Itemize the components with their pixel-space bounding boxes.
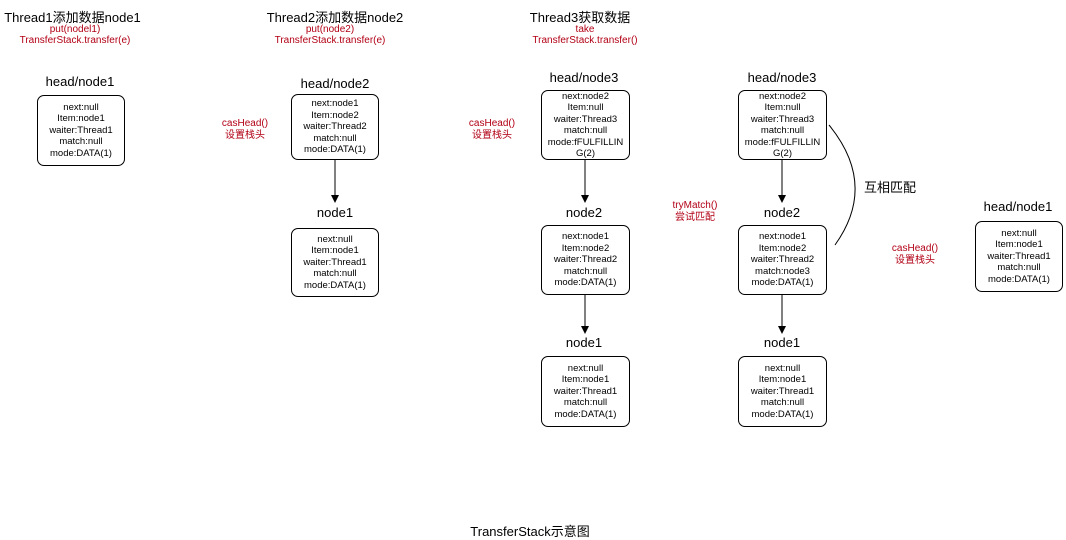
node-item: Item:node1 — [995, 239, 1043, 251]
node-item: Item:null — [567, 102, 604, 113]
node-mode: mode:DATA(1) — [554, 277, 617, 289]
column3-node2-label: node2 — [565, 205, 603, 220]
diagram-caption: TransferStack示意图 — [470, 524, 590, 539]
node-match: match:null — [760, 397, 805, 409]
column3-node1-label: node1 — [565, 335, 603, 350]
node-next: next:node1 — [561, 231, 609, 243]
column3-title: Thread3获取数据 — [529, 10, 631, 25]
column4-node2-box: next:node1 Item:node2 waiter:Thread2 mat… — [738, 225, 827, 295]
node-waiter: waiter:Thread1 — [303, 256, 367, 268]
column2-subtitle-transfer: TransferStack.transfer(e) — [274, 35, 386, 46]
node-next: next:node2 — [561, 90, 609, 102]
node-match: match:null — [563, 125, 608, 136]
node-item: Item:null — [764, 102, 801, 113]
column4-node2-label: node2 — [763, 205, 801, 220]
column3-node1-box: next:null Item:node1 waiter:Thread1 matc… — [541, 356, 630, 427]
node-waiter: waiter:Thread2 — [750, 254, 815, 266]
column2-cashead-op: casHead() — [221, 118, 269, 129]
column1-head-label: head/node1 — [45, 74, 115, 89]
column5-head-label: head/node1 — [983, 199, 1053, 214]
node-waiter: waiter:Thread1 — [987, 250, 1051, 262]
node-waiter: waiter:Thread1 — [553, 385, 618, 397]
column4-head-label: head/node3 — [747, 70, 817, 85]
node-match: match:null — [997, 262, 1041, 274]
node-mode: mode:fFULFILLING(2) — [744, 136, 821, 160]
column3-cashead-op: casHead() — [468, 118, 516, 129]
node-next: next:node1 — [311, 98, 359, 110]
node-mode: mode:fFULFILLING(2) — [547, 136, 624, 160]
column1-title: Thread1添加数据node1 — [4, 10, 141, 25]
column2-head-label: head/node2 — [300, 76, 370, 91]
column4-trymatch-desc: 尝试匹配 — [675, 212, 715, 223]
node-item: Item:node2 — [561, 242, 610, 254]
node-match: match:null — [59, 136, 103, 148]
column4-head-node-box: next:node2 Item:null waiter:Thread3 matc… — [738, 90, 827, 160]
column5-cashead-desc: 设置栈头 — [895, 255, 935, 266]
node-mode: mode:DATA(1) — [751, 408, 814, 420]
column2-node1-label: node1 — [316, 205, 354, 220]
column2-cashead-desc: 设置栈头 — [225, 130, 265, 141]
node-waiter: waiter:Thread2 — [303, 121, 367, 133]
node-mode: mode:DATA(1) — [304, 144, 366, 156]
node-waiter: waiter:Thread1 — [750, 385, 815, 397]
node-mode: mode:DATA(1) — [554, 408, 617, 420]
node-item: Item:node2 — [758, 242, 807, 254]
node-next: next:null — [1001, 227, 1037, 239]
column5-cashead-op: casHead() — [891, 243, 939, 254]
column4-node1-label: node1 — [763, 335, 801, 350]
node-next: next:null — [63, 101, 99, 113]
node-next: next:null — [764, 362, 801, 374]
node-mode: mode:DATA(1) — [50, 147, 112, 159]
node-match: match:null — [313, 132, 357, 144]
node-waiter: waiter:Thread3 — [553, 113, 618, 125]
node-match: match:null — [563, 265, 608, 277]
node-next: next:null — [567, 362, 604, 374]
node-waiter: waiter:Thread2 — [553, 254, 618, 266]
node-waiter: waiter:Thread3 — [750, 113, 815, 125]
node-mode: mode:DATA(1) — [988, 273, 1050, 285]
node-match: match:null — [760, 125, 805, 136]
column1-node1-box: next:null Item:node1 waiter:Thread1 matc… — [37, 95, 125, 166]
node-match: match:null — [563, 397, 608, 409]
column2-title: Thread2添加数据node2 — [266, 10, 404, 25]
node-next: next:node1 — [758, 231, 806, 243]
column3-cashead-desc: 设置栈头 — [472, 130, 512, 141]
column2-head-node-box: next:node1 Item:node2 waiter:Thread2 mat… — [291, 94, 379, 160]
node-match: match:node3 — [755, 265, 810, 277]
node-next: next:node2 — [758, 90, 806, 102]
column3-head-label: head/node3 — [549, 70, 619, 85]
column2-node1-box: next:null Item:node1 waiter:Thread1 matc… — [291, 228, 379, 297]
column3-node2-box: next:node1 Item:node2 waiter:Thread2 mat… — [541, 225, 630, 295]
column1-subtitle-call: put(nodel1) — [49, 24, 101, 35]
node-item: Item:node1 — [57, 113, 105, 125]
node-next: next:null — [317, 233, 353, 245]
node-waiter: waiter:Thread1 — [49, 124, 113, 136]
node-item: Item:node2 — [311, 109, 359, 121]
column2-subtitle-call: put(node2) — [305, 24, 355, 35]
column4-match-label: 互相匹配 — [863, 180, 916, 195]
node-mode: mode:DATA(1) — [751, 277, 814, 289]
column5-node1-box: next:null Item:node1 waiter:Thread1 matc… — [975, 221, 1063, 292]
match-curve — [828, 124, 856, 246]
node-item: Item:node1 — [561, 374, 610, 386]
column3-subtitle-call: take — [575, 24, 595, 35]
column3-head-node-box: next:node2 Item:null waiter:Thread3 matc… — [541, 90, 630, 160]
node-match: match:null — [313, 268, 357, 280]
column4-trymatch-op: tryMatch() — [672, 200, 718, 211]
node-mode: mode:DATA(1) — [304, 279, 366, 291]
column4-node1-box: next:null Item:node1 waiter:Thread1 matc… — [738, 356, 827, 427]
node-item: Item:node1 — [758, 374, 807, 386]
column1-subtitle-transfer: TransferStack.transfer(e) — [19, 35, 131, 46]
column3-subtitle-transfer: TransferStack.transfer() — [532, 35, 638, 46]
node-item: Item:node1 — [311, 245, 359, 257]
